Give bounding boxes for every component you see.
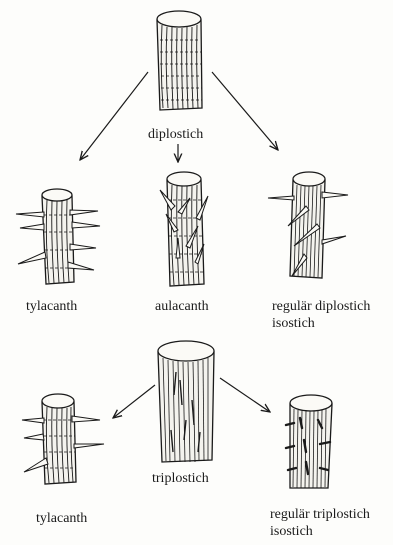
label-regular-triplostich-line2: isostich	[270, 524, 313, 540]
label-tylacanth-top: tylacanth	[26, 299, 77, 315]
arrow-to-regular-triplostich	[220, 378, 270, 412]
arrow-to-tylacanth-bottom	[113, 385, 155, 418]
label-tylacanth-bottom: tylacanth	[36, 511, 87, 527]
label-regular-diplostich-line2: isostich	[272, 316, 315, 332]
stem-aulacanth	[160, 172, 208, 286]
label-triplostich: triplostich	[152, 471, 209, 487]
arrow-to-tylacanth-top	[80, 72, 148, 160]
label-regular-triplostich-line1: regulär triplostich	[270, 507, 370, 523]
stem-tylacanth-top	[16, 189, 100, 284]
stem-diplostich	[157, 11, 202, 110]
label-regular-diplostich-line1: regulär diplostich	[272, 299, 370, 315]
label-diplostich: diplostich	[148, 127, 203, 143]
stem-regular-triplostich	[286, 395, 332, 488]
stem-tylacanth-bottom	[22, 394, 104, 484]
stem-regular-diplostich	[268, 172, 348, 278]
stem-triplostich	[158, 341, 214, 462]
label-aulacanth: aulacanth	[155, 299, 209, 315]
arrow-to-regular-diplostich	[212, 72, 278, 150]
